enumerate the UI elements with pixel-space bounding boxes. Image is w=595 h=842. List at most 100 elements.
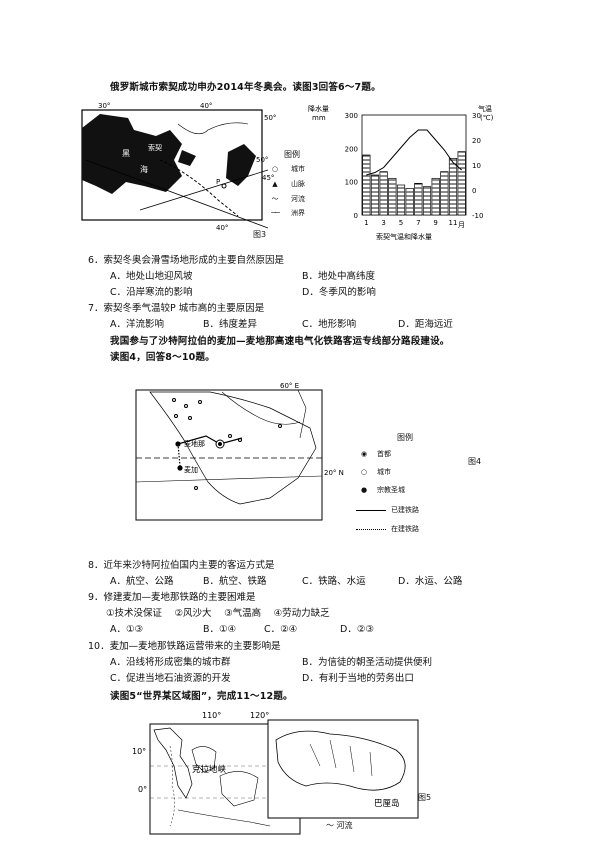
river-line	[177, 122, 249, 135]
q8-option-a[interactable]: A．航空、公路	[110, 576, 174, 587]
city-icon: ○	[271, 165, 279, 173]
x-tick: 9	[433, 219, 437, 227]
borneo	[219, 771, 259, 807]
legend-capital: ◉ 首都	[356, 449, 391, 459]
intro-text-2a: 我国参与了沙特阿拉伯的麦加—麦地那高速电气化铁路客运专线部分路段建设。	[110, 336, 450, 347]
y-right-tick: 20	[472, 137, 481, 145]
label-sochi: 索契	[148, 143, 162, 152]
legend-city-4: ○ 城市	[356, 467, 391, 477]
precip-bar	[422, 186, 432, 216]
legend-holy: ● 宗教圣城	[356, 485, 405, 495]
fig3-caption: 图3	[253, 230, 267, 239]
label-sea-a: 黑	[122, 149, 130, 158]
label-lat-45: 45°	[262, 174, 274, 182]
q6-option-c[interactable]: C．沿岸寒流的影响	[110, 287, 193, 298]
mecca-marker	[177, 465, 183, 471]
q9-items: ①技术没保证 ②风沙大 ③气温高 ④劳动力缺乏	[106, 608, 330, 619]
holy-city-icon: ●	[360, 486, 368, 494]
precip-bar	[388, 177, 397, 216]
q9-option-a[interactable]: A．①③	[110, 624, 144, 635]
legend-building-railway: 在建铁路	[356, 524, 419, 534]
label-lon-30: 30°	[98, 102, 110, 110]
q10-option-c[interactable]: C．促进当地石油资源的开发	[110, 673, 231, 684]
chart-frame	[361, 114, 467, 216]
x-tick: 1	[364, 219, 368, 227]
y-right-tick: 30	[472, 112, 481, 120]
mountain-line	[159, 159, 239, 217]
map-figure-5: 110° 120° 10° 0° 克拉地峡 巴厘岛	[132, 711, 419, 835]
y-right-tick: 0	[472, 187, 476, 195]
label-bali: 巴厘岛	[374, 798, 400, 809]
intro-text-3: 读图5“世界某区域图”，完成11～12题。	[110, 691, 293, 702]
q9-option-d[interactable]: D．②③	[340, 624, 374, 635]
label-lon-110: 110°	[202, 711, 221, 720]
q7-option-a[interactable]: A．洋流影响	[110, 319, 164, 330]
q6-option-d[interactable]: D．冬季风的影响	[302, 287, 376, 298]
label-kra-isthmus: 克拉地峡	[192, 764, 227, 775]
q7-option-c[interactable]: C．地形影响	[302, 319, 357, 330]
x-tick: 5	[399, 219, 403, 227]
q6-option-a[interactable]: A．地处山地迎风坡	[110, 271, 193, 282]
city-p-marker	[221, 183, 227, 189]
temperature-line	[366, 129, 462, 176]
precip-bar	[414, 182, 423, 216]
y-left-tick: 300	[345, 112, 358, 120]
legend-river-5: 〜 河流	[326, 821, 353, 830]
border-line-icon: ─·─	[271, 209, 280, 217]
map-figure-3: 黑 海 索契 P 30° 40° 40° 50° 50° 45°	[81, 102, 276, 232]
legend-mountain: ▲ 山脉	[264, 179, 305, 189]
y-right-tick: 10	[472, 162, 481, 170]
intro-text-2b: 读图4，回答8～10题。	[110, 352, 215, 363]
map5-inset-frame	[267, 719, 419, 819]
label-lat-10: 10°	[132, 747, 146, 756]
q7-option-b[interactable]: B．纬度差异	[203, 319, 258, 330]
x-tick: 3	[381, 219, 385, 227]
q8-stem: 8．近年来沙特阿拉伯国内主要的客运方式是	[88, 560, 275, 571]
q6-option-b[interactable]: B．地处中高纬度	[302, 271, 376, 282]
q8-option-c[interactable]: C．铁路、水运	[302, 576, 366, 587]
q7-option-d[interactable]: D．距海远近	[398, 319, 453, 330]
gulf-coast	[221, 391, 301, 425]
q9-stem: 9．修建麦加—麦地那铁路的主要困难是	[88, 592, 256, 603]
fig5-caption: 图5	[418, 793, 432, 802]
y-right-tick: -10	[472, 212, 483, 220]
q8-option-b[interactable]: B．航空、铁路	[203, 576, 267, 587]
map4-legend-title: 图例	[397, 433, 413, 442]
q9-option-c[interactable]: C．②④	[264, 624, 298, 635]
label-lat-50b: 50°	[256, 156, 268, 164]
built-railway-icon	[356, 509, 386, 511]
medina-marker	[175, 441, 181, 447]
city-icon-4: ○	[360, 468, 368, 476]
legend-built-railway: 已建铁路	[356, 505, 419, 515]
label-p: P	[216, 178, 220, 186]
latitude-line	[85, 159, 269, 229]
y-left-label-a: 降水量	[308, 104, 329, 113]
precip-bar	[405, 187, 414, 216]
east-border	[297, 389, 307, 439]
malay-peninsula	[153, 727, 193, 799]
q10-option-d[interactable]: D．有利于当地的劳务出口	[302, 673, 414, 684]
q8-option-d[interactable]: D．水运、公路	[398, 576, 463, 587]
map4-frame	[135, 389, 323, 521]
q9-option-b[interactable]: B．①④	[203, 624, 237, 635]
label-lon-40: 40°	[200, 102, 212, 110]
label-lat-20n: 20° N	[324, 469, 344, 477]
label-mecca: 麦加	[184, 465, 198, 474]
y-left-tick: 100	[345, 179, 358, 187]
river-icon-5: 〜	[326, 821, 334, 830]
precip-bar	[362, 154, 371, 216]
x-unit: 月	[458, 221, 465, 229]
precip-bar	[457, 151, 466, 216]
q10-stem: 10．麦加—麦地那铁路运营带来的主要影响是	[88, 641, 281, 652]
label-lon-60e: 60° E	[280, 382, 299, 390]
q10-option-b[interactable]: B．为信徒的朝圣活动提供便利	[302, 657, 433, 668]
caspian-sea-shape	[226, 144, 256, 186]
intro-text-1: 俄罗斯城市索契成功申办2014年冬奥会。读图3回答6～7题。	[110, 82, 381, 93]
capital-marker	[218, 442, 222, 446]
y-right-label-a: 气温	[478, 104, 492, 113]
legend-river: 〜 河流	[264, 194, 306, 204]
q10-option-a[interactable]: A．沿线将形成密集的城市群	[110, 657, 231, 668]
y-left-label-b: mm	[312, 114, 326, 122]
label-sea-b: 海	[140, 164, 148, 174]
